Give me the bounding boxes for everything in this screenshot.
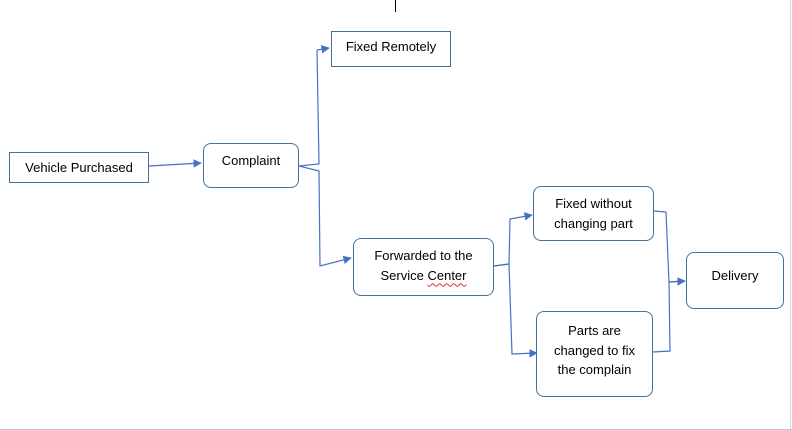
node-forwarded-line-2-word-1: Service xyxy=(380,267,428,283)
node-delivery: Delivery xyxy=(686,252,784,309)
node-parts-changed: Parts are changed to fix the complain xyxy=(536,311,653,397)
node-complaint: Complaint xyxy=(203,143,299,188)
page-edge-right xyxy=(790,0,791,430)
node-forwarded-line-1: Forwarded to the xyxy=(374,248,473,263)
node-fixed-without-changing-part: Fixed without changing part xyxy=(533,186,654,241)
edge-complaint-to-forwarded xyxy=(298,165,352,267)
node-vehicle-purchased: Vehicle Purchased xyxy=(9,152,149,183)
node-forwarded-line-2: Service Center xyxy=(374,266,472,286)
node-delivery-label: Delivery xyxy=(711,268,759,283)
edge-vehicle-to-complaint xyxy=(148,159,202,168)
edge-complaint-to-fixed-remotely xyxy=(298,45,330,167)
edge-parts-changed-to-delivery xyxy=(652,280,686,353)
node-parts-changed-line-3: the complain xyxy=(557,362,632,377)
node-fixed-without-line-2: changing part xyxy=(554,215,633,231)
node-parts-changed-line-1: Parts are xyxy=(568,323,621,338)
node-fixed-remotely-label: Fixed Remotely xyxy=(345,39,437,54)
node-parts-changed-line-2: changed to fix xyxy=(554,342,635,358)
node-fixed-remotely: Fixed Remotely xyxy=(331,31,451,67)
node-forwarded-service-center: Forwarded to the Service Center xyxy=(353,238,494,296)
text-cursor xyxy=(395,0,396,12)
edge-fixed-without-to-delivery xyxy=(653,210,686,286)
edge-forwarded-to-fixed-without xyxy=(493,212,533,267)
node-complaint-label: Complaint xyxy=(221,153,281,168)
node-fixed-without-line-1: Fixed without xyxy=(555,196,632,211)
node-vehicle-purchased-label: Vehicle Purchased xyxy=(25,159,133,175)
edge-forwarded-to-parts-changed xyxy=(493,263,538,358)
spellcheck-underlined-word: Center xyxy=(427,267,467,283)
